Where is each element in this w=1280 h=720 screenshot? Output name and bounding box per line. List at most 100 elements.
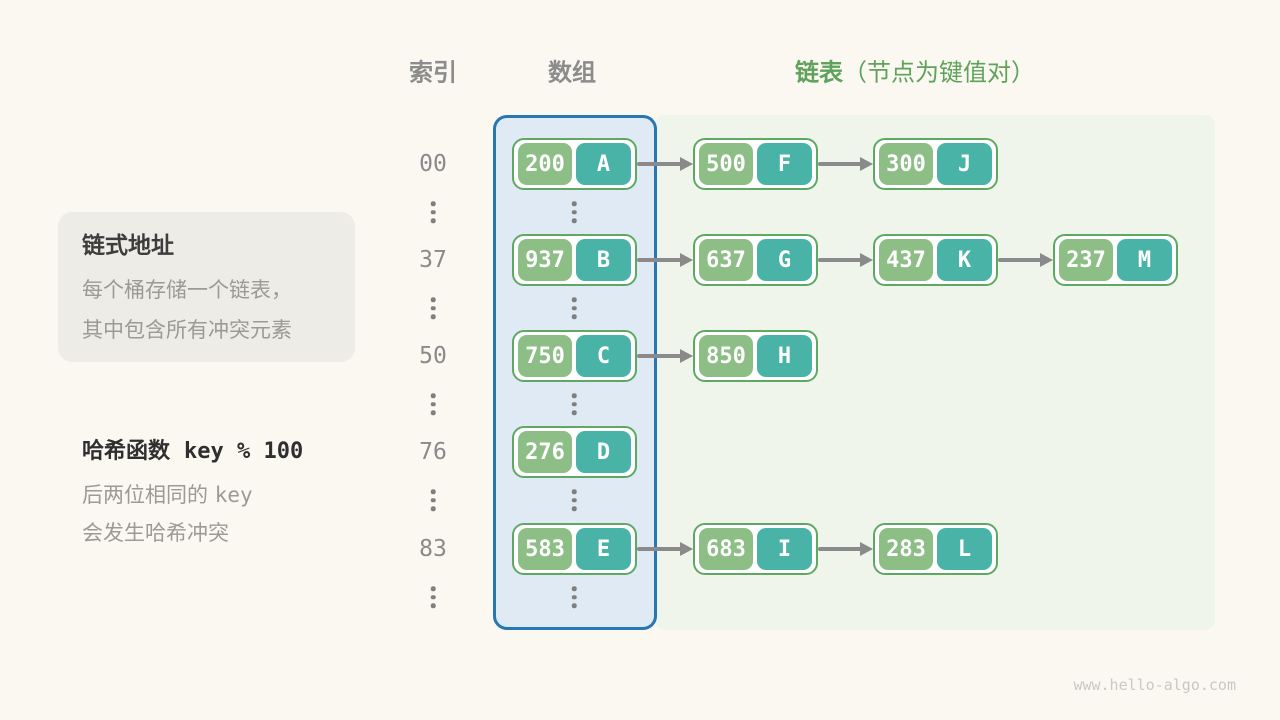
dot bbox=[571, 506, 577, 511]
hash-function-label: 哈希函数 key % 100 bbox=[82, 433, 303, 465]
node-key: 276 bbox=[518, 431, 573, 473]
dot bbox=[430, 497, 436, 503]
hash-note-body: 后两位相同的 key 会发生哈希冲突 bbox=[82, 476, 253, 552]
info-box-line: 其中包含所有冲突元素 bbox=[82, 318, 292, 342]
node-value: B bbox=[576, 239, 631, 281]
index-ellipsis bbox=[430, 393, 436, 415]
info-box bbox=[58, 212, 355, 362]
info-box-body: 每个桶存储一个链表， 其中包含所有冲突元素 bbox=[82, 270, 292, 350]
node-value: K bbox=[937, 239, 992, 281]
dot bbox=[571, 489, 577, 494]
dot bbox=[430, 218, 436, 223]
index-ellipsis bbox=[430, 586, 436, 608]
dot bbox=[571, 603, 577, 608]
arrow-head-icon bbox=[680, 542, 693, 556]
dot bbox=[430, 393, 436, 398]
node-key: 200 bbox=[518, 143, 573, 185]
dot bbox=[571, 497, 577, 503]
node-value: C bbox=[576, 335, 631, 377]
node-key: 750 bbox=[518, 335, 573, 377]
column-header-list: 链表（节点为键值对） bbox=[795, 53, 1035, 88]
dot bbox=[430, 586, 436, 591]
array-ellipsis bbox=[571, 489, 577, 511]
node-value: H bbox=[757, 335, 812, 377]
array-ellipsis bbox=[571, 393, 577, 415]
dot bbox=[430, 594, 436, 600]
hash-function-text: 哈希函数 bbox=[82, 439, 171, 464]
arrow-line bbox=[818, 547, 862, 551]
dot bbox=[571, 586, 577, 591]
dot bbox=[571, 401, 577, 407]
node-key: 583 bbox=[518, 528, 573, 570]
dot bbox=[571, 314, 577, 319]
arrow-line bbox=[637, 162, 682, 166]
dot bbox=[430, 305, 436, 311]
node-key: 683 bbox=[699, 528, 754, 570]
arrow-line bbox=[998, 258, 1042, 262]
arrow-head-icon bbox=[680, 157, 693, 171]
arrow-head-icon bbox=[860, 253, 873, 267]
index-label: 00 bbox=[419, 151, 447, 177]
arrow-line bbox=[818, 162, 862, 166]
arrow-line bbox=[637, 354, 682, 358]
arrow-line bbox=[818, 258, 862, 262]
index-label: 50 bbox=[419, 343, 447, 369]
info-box-line: 每个桶存储一个链表， bbox=[82, 278, 292, 302]
node-value: E bbox=[576, 528, 631, 570]
node-key: 237 bbox=[1059, 239, 1114, 281]
info-box-title: 链式地址 bbox=[82, 233, 174, 259]
index-ellipsis bbox=[430, 297, 436, 319]
node-key: 500 bbox=[699, 143, 754, 185]
array-ellipsis bbox=[571, 586, 577, 608]
node-value: M bbox=[1117, 239, 1172, 281]
dot bbox=[571, 297, 577, 302]
node-key: 850 bbox=[699, 335, 754, 377]
dot bbox=[430, 314, 436, 319]
watermark: www.hello-algo.com bbox=[1073, 676, 1236, 694]
dot bbox=[430, 603, 436, 608]
node-key: 283 bbox=[879, 528, 934, 570]
hash-note-line-code: key bbox=[214, 483, 253, 507]
dot bbox=[430, 401, 436, 407]
dot bbox=[571, 594, 577, 600]
dot bbox=[571, 218, 577, 223]
node-value: G bbox=[757, 239, 812, 281]
node-value: I bbox=[757, 528, 812, 570]
list-header-label: 链表 bbox=[795, 58, 843, 87]
arrow-head-icon bbox=[860, 157, 873, 171]
list-header-note: （节点为键值对） bbox=[843, 58, 1035, 87]
hash-note-line-text: 后两位相同的 bbox=[82, 483, 208, 507]
index-ellipsis bbox=[430, 201, 436, 223]
index-ellipsis bbox=[430, 489, 436, 511]
arrow-line bbox=[637, 547, 682, 551]
index-label: 83 bbox=[419, 536, 447, 562]
array-ellipsis bbox=[571, 297, 577, 319]
arrow-head-icon bbox=[860, 542, 873, 556]
node-key: 437 bbox=[879, 239, 934, 281]
dot bbox=[571, 201, 577, 206]
arrow-head-icon bbox=[680, 349, 693, 363]
dot bbox=[430, 209, 436, 215]
dot bbox=[571, 305, 577, 311]
node-key: 300 bbox=[879, 143, 934, 185]
hash-note-line: 后两位相同的 key bbox=[82, 476, 253, 514]
array-ellipsis bbox=[571, 201, 577, 223]
column-header-array: 数组 bbox=[548, 58, 596, 87]
index-label: 37 bbox=[419, 247, 447, 273]
dot bbox=[571, 209, 577, 215]
column-header-index: 索引 bbox=[409, 58, 457, 87]
dot bbox=[430, 201, 436, 206]
arrow-head-icon bbox=[680, 253, 693, 267]
node-value: D bbox=[576, 431, 631, 473]
